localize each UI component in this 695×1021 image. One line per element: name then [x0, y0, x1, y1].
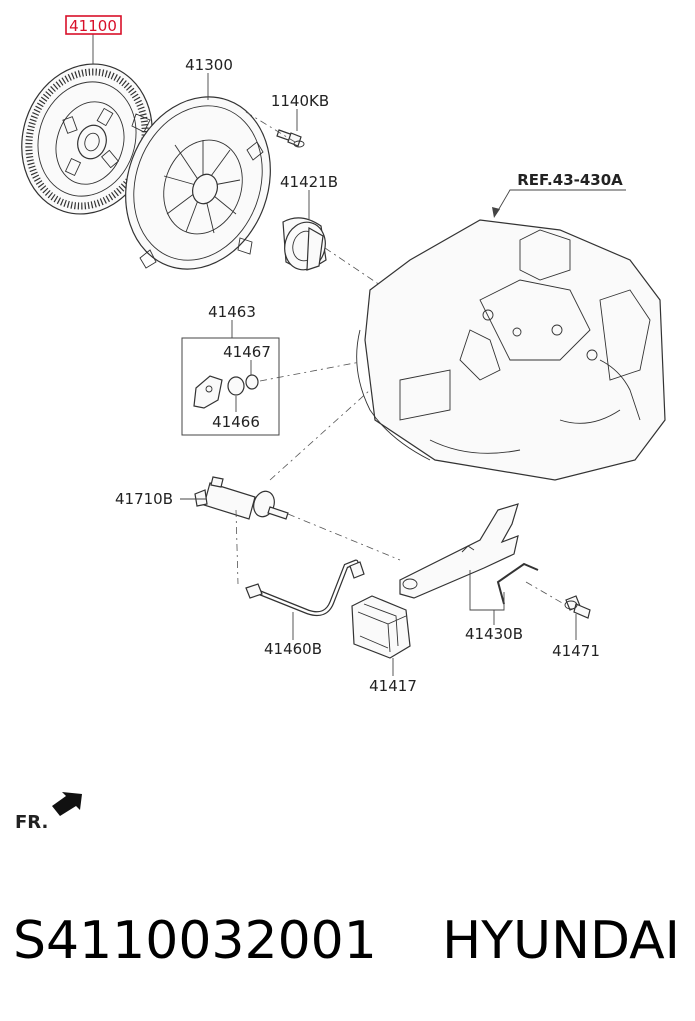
front-arrow-icon	[52, 792, 82, 816]
release-fork[interactable]	[399, 503, 539, 605]
label-hydraulic-hose[interactable]: 41460B	[264, 640, 322, 658]
reference-label[interactable]: REF.43-430A	[517, 171, 623, 189]
transmission-housing	[356, 219, 666, 481]
label-bolt[interactable]: 1140KB	[271, 92, 329, 110]
label-clutch-disc[interactable]: 41100	[69, 17, 117, 35]
highlight-box	[65, 15, 122, 35]
label-bracket-clip[interactable]: 41467	[223, 343, 271, 361]
hydraulic-hose[interactable]	[245, 559, 365, 617]
direction-label: FR.	[15, 812, 48, 833]
bracket-bushing[interactable]	[227, 374, 259, 396]
release-cylinder[interactable]	[194, 476, 289, 520]
pivot-bolt[interactable]	[564, 595, 591, 619]
leader-lines	[92, 34, 626, 676]
label-bracket-bushing[interactable]: 41466	[212, 413, 260, 431]
bracket-clip[interactable]	[193, 375, 223, 409]
dust-boot[interactable]	[351, 595, 411, 659]
bracket-assembly-box	[181, 337, 280, 436]
release-bearing[interactable]	[279, 217, 330, 275]
assembly-lines	[235, 111, 565, 605]
pressure-plate[interactable]	[102, 76, 294, 289]
ref-arrowhead-icon	[492, 207, 500, 218]
label-dust-boot[interactable]: 41417	[369, 677, 417, 695]
label-pressure-plate[interactable]: 41300	[185, 56, 233, 74]
footer-brand: HYUNDAI	[442, 911, 680, 971]
label-pivot-bolt[interactable]: 41471	[552, 642, 600, 660]
bolt-1140kb[interactable]	[276, 129, 305, 148]
label-release-cylinder[interactable]: 41710B	[115, 490, 173, 508]
label-release-fork[interactable]: 41430B	[465, 625, 523, 643]
label-release-bearing[interactable]: 41421B	[280, 173, 338, 191]
label-bracket-assembly[interactable]: 41463	[208, 303, 256, 321]
footer-part-number: S4110032001	[13, 911, 377, 971]
